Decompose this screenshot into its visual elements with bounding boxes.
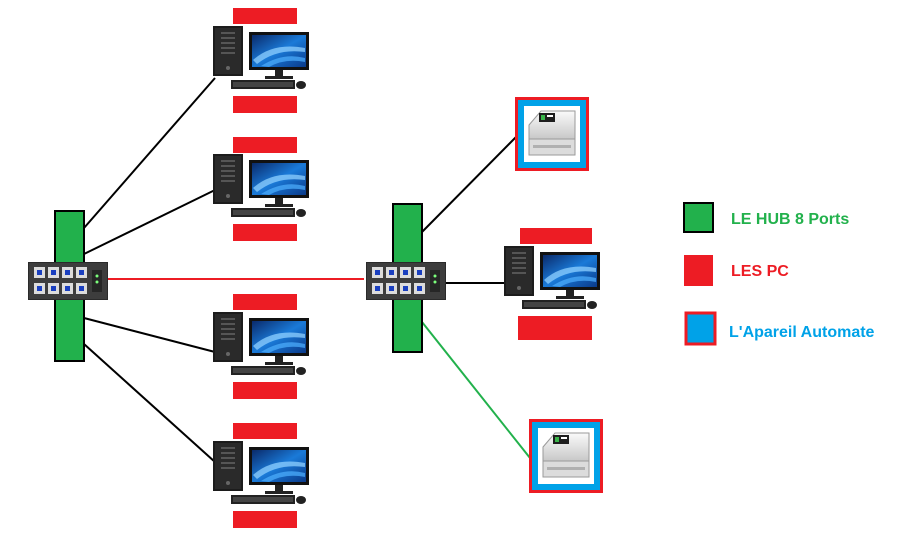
legend: LE HUB 8 Ports LES PC L'Apareil Automate xyxy=(683,202,875,346)
pc-marker-top xyxy=(233,294,297,310)
network-switch-icon xyxy=(366,262,446,300)
desktop-computer-icon xyxy=(504,246,600,309)
hub-right[interactable] xyxy=(366,203,446,353)
legend-pc-label: LES PC xyxy=(731,263,789,280)
pc-3[interactable] xyxy=(213,294,309,399)
device-top[interactable] xyxy=(514,96,590,172)
pc-2[interactable] xyxy=(213,137,309,241)
pc-marker-bottom xyxy=(233,511,297,528)
legend-hub-label: LE HUB 8 Ports xyxy=(731,211,849,228)
desktop-computer-icon xyxy=(213,154,309,217)
legend-pc-swatch xyxy=(684,255,713,286)
pc-marker-bottom xyxy=(233,382,297,399)
pc-5[interactable] xyxy=(504,228,600,340)
pc-4[interactable] xyxy=(213,423,309,528)
pc-marker-bottom xyxy=(233,224,297,241)
link-hub-left-pc-2 xyxy=(83,189,216,255)
pc-marker-top xyxy=(520,228,592,244)
pc-1[interactable] xyxy=(213,8,309,113)
link-hub-left-pc-3 xyxy=(83,317,216,353)
desktop-computer-icon xyxy=(213,441,309,504)
link-hub-right-device-top xyxy=(421,134,519,233)
pc-marker-top xyxy=(233,137,297,153)
pc-marker-bottom xyxy=(518,316,592,340)
pc-marker-top xyxy=(233,423,297,439)
hub-left[interactable] xyxy=(28,210,108,362)
printer-device-icon xyxy=(528,418,604,494)
device-bottom[interactable] xyxy=(528,418,604,494)
pc-marker-bottom xyxy=(233,96,297,113)
desktop-computer-icon xyxy=(213,26,309,89)
legend-device-swatch xyxy=(684,311,717,346)
network-switch-icon xyxy=(28,262,108,300)
pc-marker-top xyxy=(233,8,297,24)
legend-hub-swatch xyxy=(683,202,714,233)
legend-device-label: L'Apareil Automate xyxy=(729,324,875,341)
link-hub-left-pc-4 xyxy=(83,343,216,463)
connections xyxy=(83,77,531,463)
link-hub-left-pc-1 xyxy=(83,77,216,229)
link-hub-right-device-bottom xyxy=(421,321,531,459)
printer-device-icon xyxy=(514,96,590,172)
desktop-computer-icon xyxy=(213,312,309,375)
